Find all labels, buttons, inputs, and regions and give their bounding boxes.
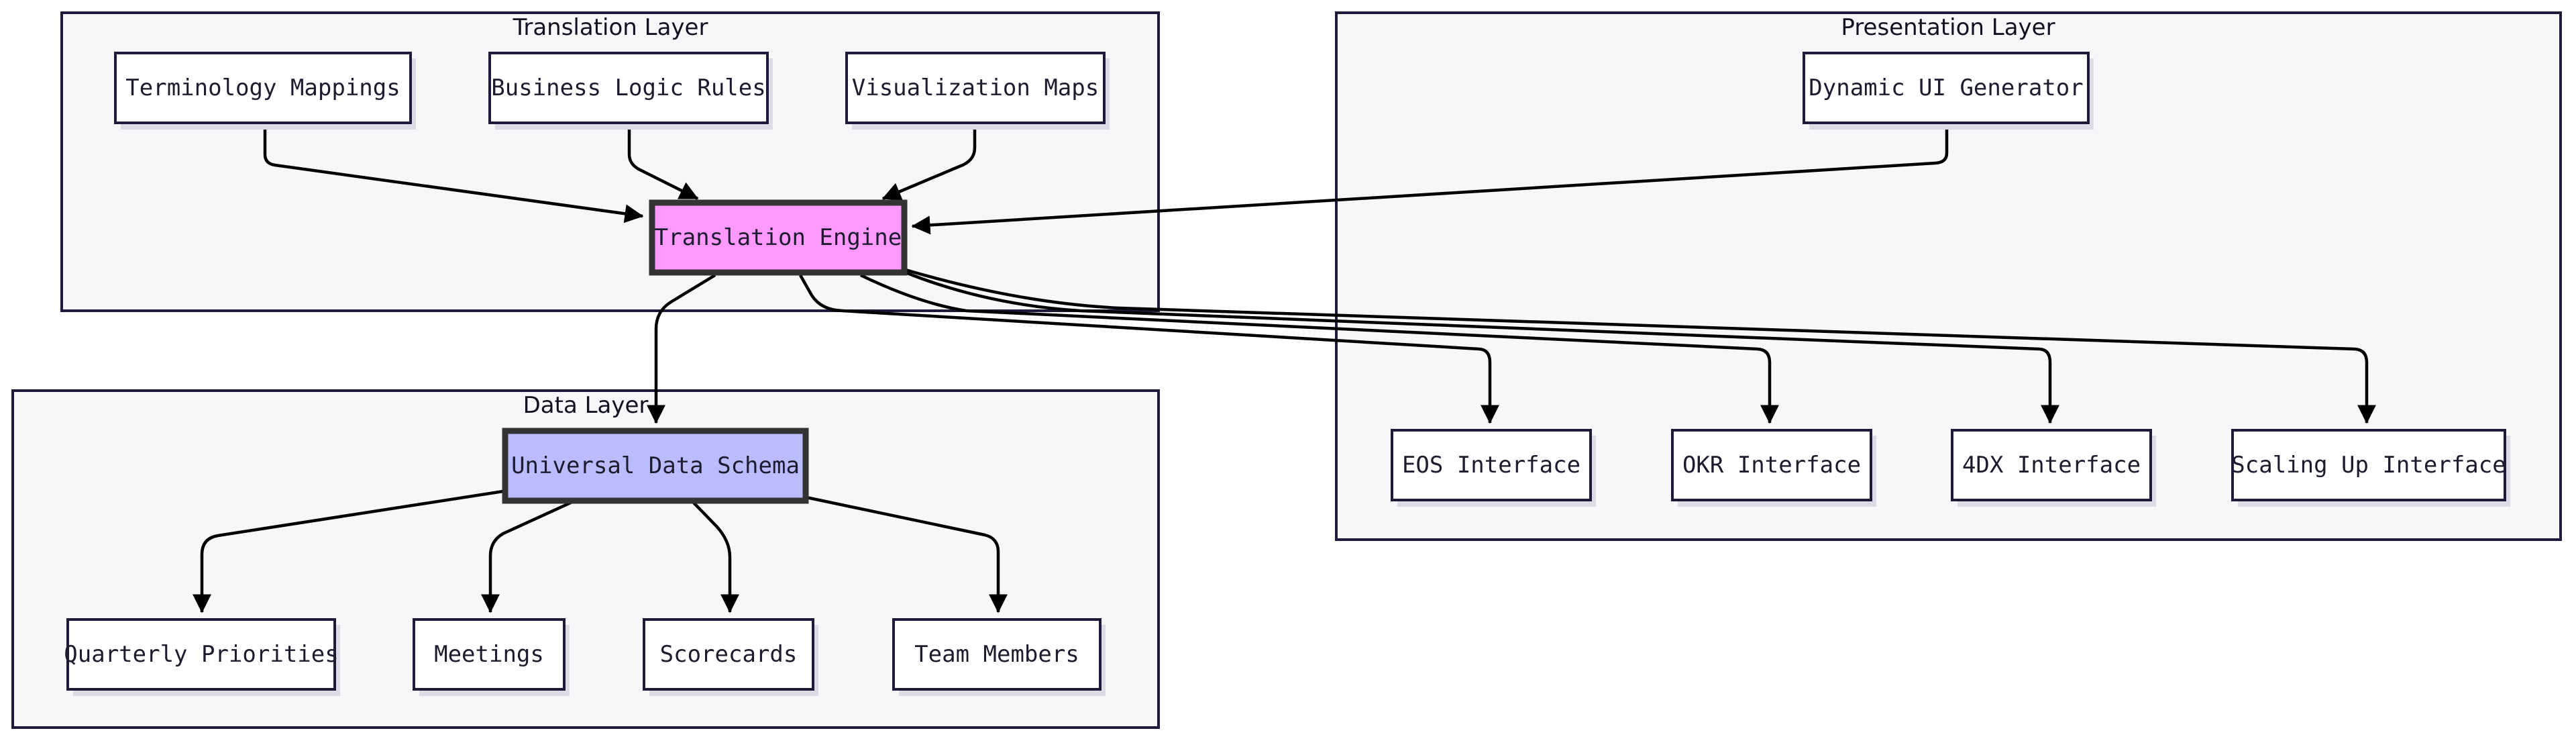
dynamic-ui-generator-label: Dynamic UI Generator <box>1809 75 2083 101</box>
edge-business-rules-to-engine <box>627 123 699 201</box>
translation-engine-label: Translation Engine <box>655 224 902 251</box>
node-business-logic-rules: Business Logic Rules <box>488 52 773 130</box>
edge-engine-to-scaling <box>905 268 2376 424</box>
meetings-label: Meetings <box>434 641 544 668</box>
4dx-interface-label: 4DX Interface <box>1962 452 2141 479</box>
edge-engine-to-4dx <box>905 270 2059 424</box>
business-logic-rules-label: Business Logic Rules <box>491 75 765 101</box>
edge-engine-to-eos <box>799 274 1499 424</box>
terminology-mappings-label: Terminology Mappings <box>125 75 400 101</box>
universal-data-schema-label: Universal Data Schema <box>511 452 800 479</box>
node-scorecards: Scorecards <box>643 618 818 696</box>
edge-schema-to-priorities <box>193 489 504 613</box>
edge-schema-to-scorecards <box>691 500 739 613</box>
edge-visualization-to-engine <box>881 123 977 201</box>
presentation-layer-title: Presentation Layer <box>1841 14 2055 41</box>
edge-terminology-to-engine <box>263 123 644 224</box>
node-universal-data-schema: Universal Data Schema <box>502 428 809 504</box>
node-terminology-mappings: Terminology Mappings <box>114 52 416 130</box>
data-layer-title: Data Layer <box>523 392 649 419</box>
quarterly-priorities-label: Quarterly Priorities <box>64 641 338 668</box>
edge-ui-generator-to-engine <box>911 123 1949 235</box>
edge-engine-to-schema <box>647 274 716 424</box>
eos-interface-label: EOS Interface <box>1402 452 1580 479</box>
edge-engine-to-okr <box>860 273 1779 424</box>
node-meetings: Meetings <box>413 618 570 696</box>
team-members-label: Team Members <box>914 641 1079 668</box>
node-4dx-interface: 4DX Interface <box>1951 429 2156 507</box>
node-okr-interface: OKR Interface <box>1671 429 1876 507</box>
edges <box>193 123 2376 613</box>
edge-schema-to-team <box>806 495 1008 613</box>
node-team-members: Team Members <box>892 618 1106 696</box>
node-visualization-maps: Visualization Maps <box>845 52 1110 130</box>
scaling-up-interface-label: Scaling Up Interface <box>2231 452 2506 479</box>
node-eos-interface: EOS Interface <box>1391 429 1596 507</box>
visualization-maps-label: Visualization Maps <box>852 75 1099 101</box>
edge-schema-to-meetings <box>481 499 574 613</box>
node-quarterly-priorities: Quarterly Priorities <box>64 618 340 696</box>
node-scaling-up-interface: Scaling Up Interface <box>2231 429 2510 507</box>
translation-layer-title: Translation Layer <box>513 14 708 41</box>
node-translation-engine: Translation Engine <box>649 199 908 276</box>
scorecards-label: Scorecards <box>660 641 798 668</box>
okr-interface-label: OKR Interface <box>1682 452 1861 479</box>
node-dynamic-ui-generator: Dynamic UI Generator <box>1803 52 2094 130</box>
